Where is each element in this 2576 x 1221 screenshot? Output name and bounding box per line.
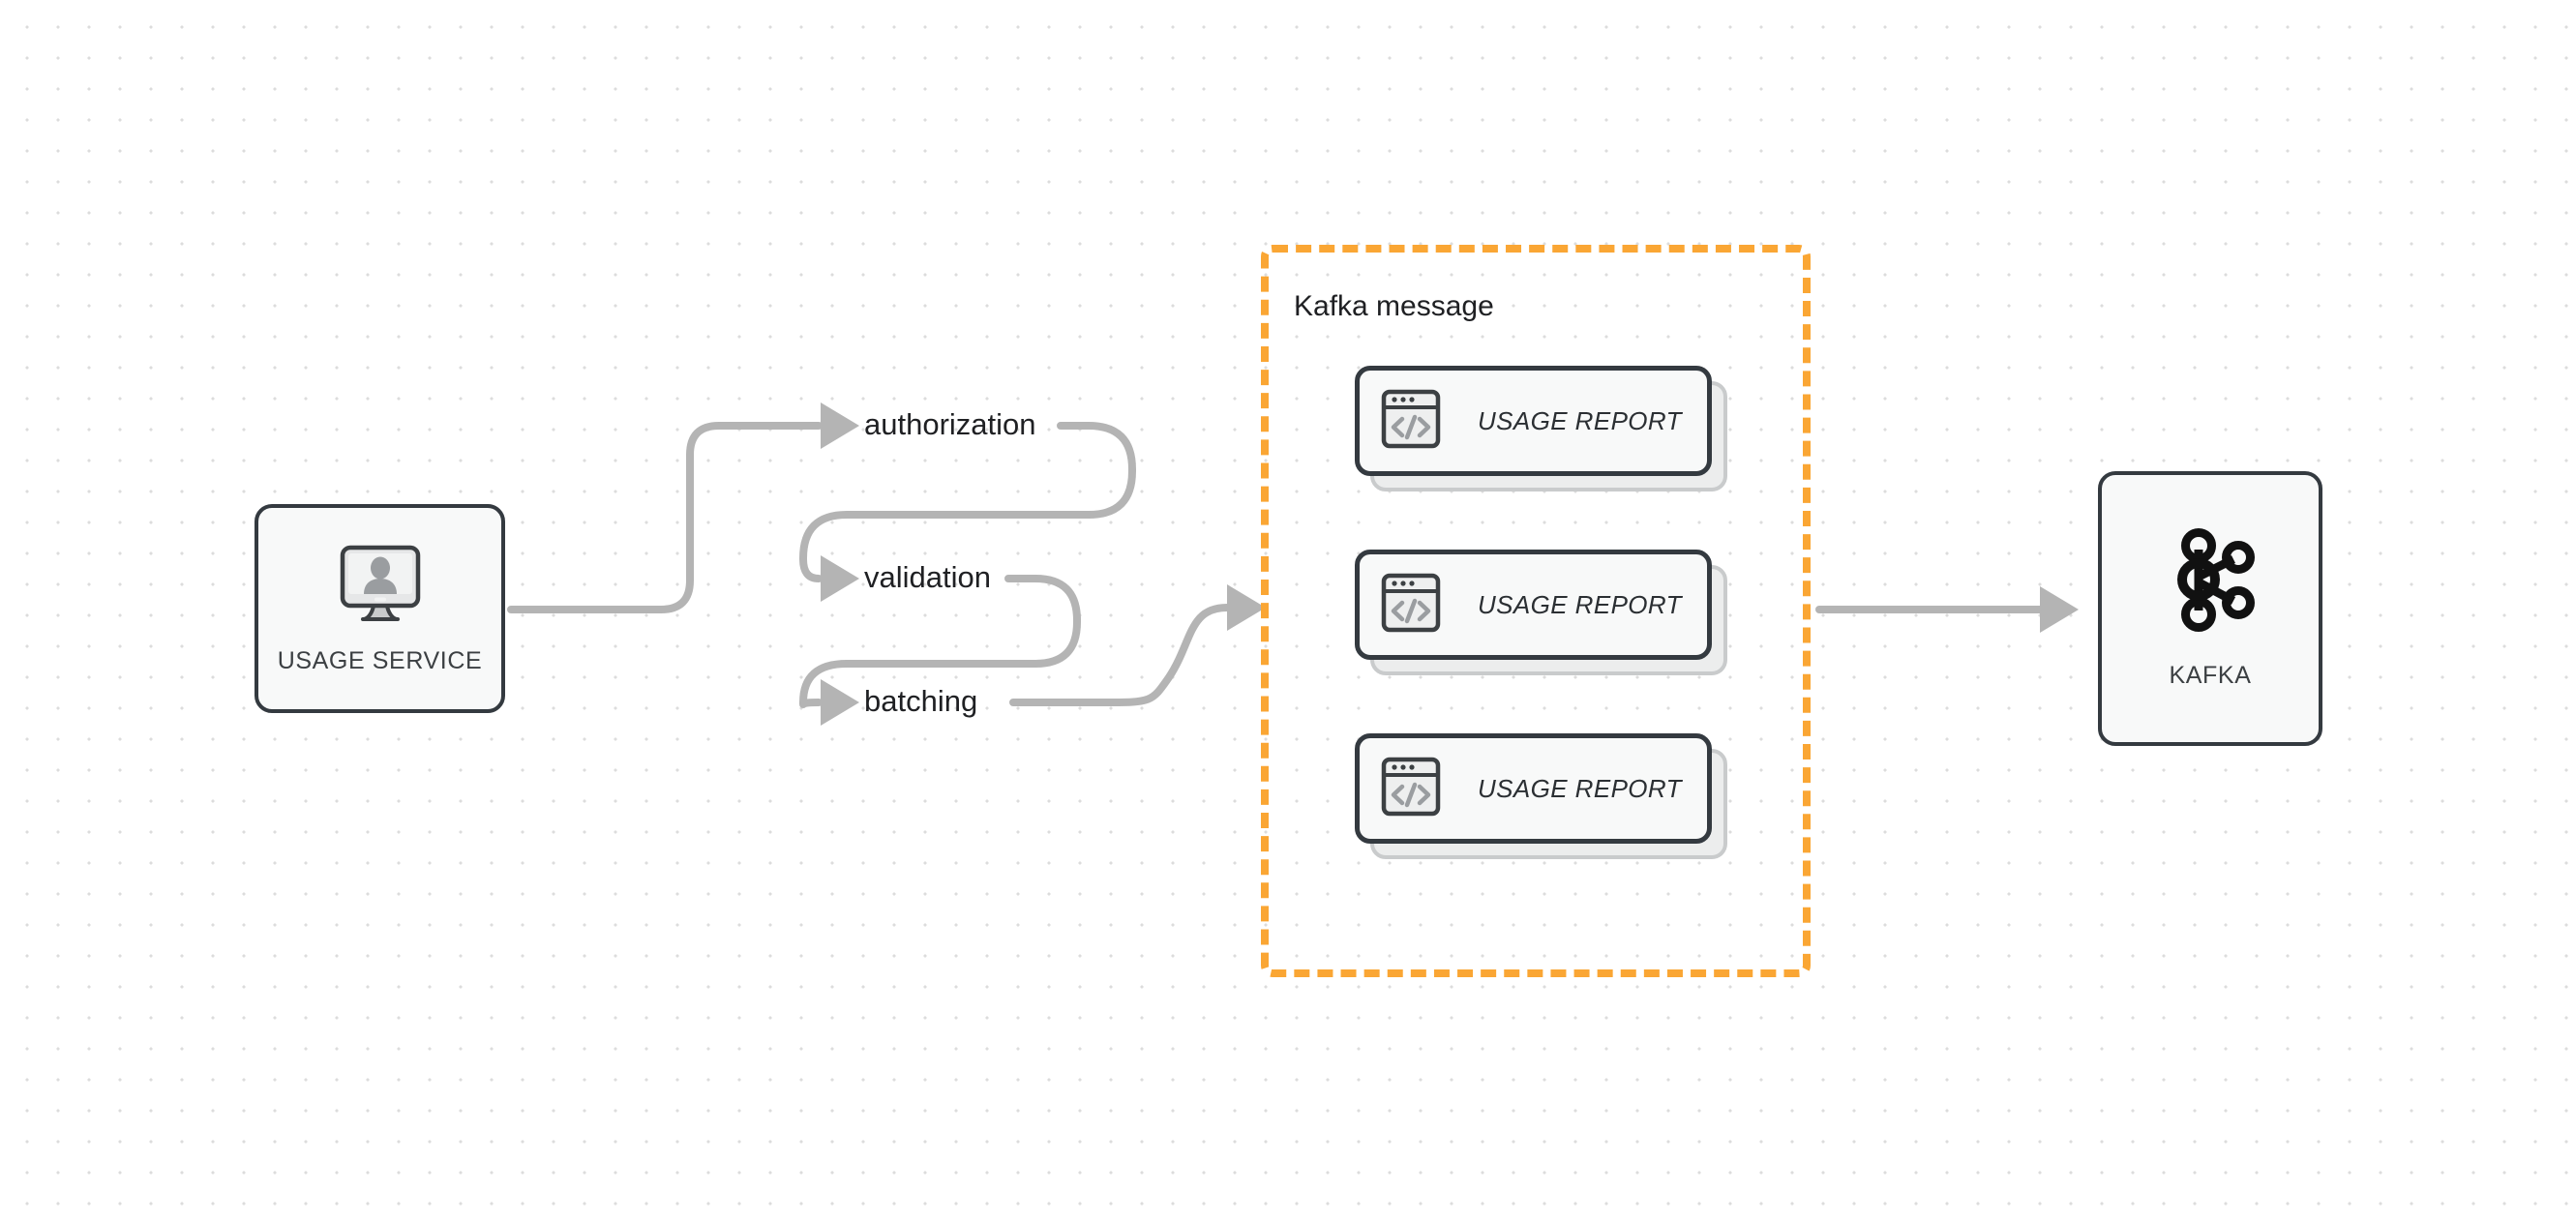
step-label-validation[interactable]: validation	[864, 560, 991, 594]
code-window-icon	[1381, 757, 1441, 821]
step-label-authorization[interactable]: authorization	[864, 407, 1036, 441]
kafka-logo-icon	[2160, 527, 2261, 637]
usage-report-card-label: USAGE REPORT	[1478, 405, 1682, 435]
step-label-batching[interactable]: batching	[864, 684, 978, 718]
connector-usage-service-to-authorization	[507, 402, 859, 613]
monitor-user-icon	[334, 542, 427, 632]
group-kafka-message[interactable]	[1261, 245, 1811, 977]
usage-report-card[interactable]: USAGE REPORT	[1355, 366, 1727, 491]
code-window-icon	[1381, 573, 1441, 638]
connector-batching-to-kafka-message	[1009, 584, 1266, 706]
code-window-icon	[1381, 389, 1441, 454]
node-usage-service-label: USAGE SERVICE	[277, 647, 483, 674]
usage-report-card-front[interactable]: USAGE REPORT	[1355, 550, 1712, 660]
group-kafka-message-title: Kafka message	[1294, 290, 1494, 322]
node-usage-service[interactable]: USAGE SERVICE	[255, 504, 505, 713]
connector-kafka-message-to-kafka	[1815, 586, 2079, 633]
node-kafka[interactable]: KAFKA	[2098, 471, 2322, 746]
usage-report-card-front[interactable]: USAGE REPORT	[1355, 366, 1712, 476]
usage-report-card-label: USAGE REPORT	[1478, 773, 1682, 803]
usage-report-card[interactable]: USAGE REPORT	[1355, 550, 1727, 675]
usage-report-card-label: USAGE REPORT	[1478, 589, 1682, 619]
node-kafka-label: KAFKA	[2169, 662, 2252, 689]
usage-report-card[interactable]: USAGE REPORT	[1355, 733, 1727, 859]
usage-report-card-front[interactable]: USAGE REPORT	[1355, 733, 1712, 844]
